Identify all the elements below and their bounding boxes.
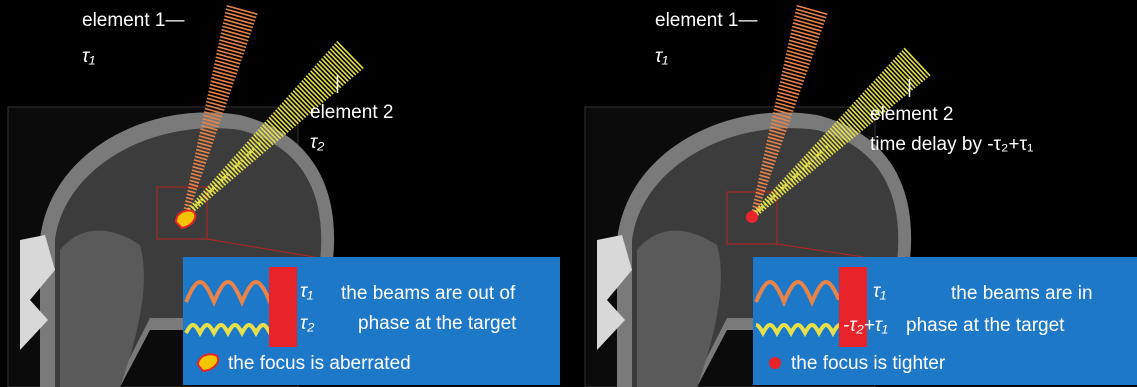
- beam-stripe: [791, 30, 819, 38]
- tight-focus-icon: [769, 357, 781, 369]
- element1-label: element 1—: [82, 10, 184, 32]
- beam-stripe: [222, 30, 250, 38]
- beam-stripe: [217, 50, 242, 57]
- beam-stripe: [223, 23, 252, 31]
- beam-stripe: [785, 58, 810, 65]
- legend-focus-text: the focus is tighter: [791, 353, 945, 375]
- beam-stripe: [306, 76, 328, 99]
- beam-stripe: [219, 43, 245, 50]
- beam-stripe: [782, 71, 805, 77]
- beam-stripe: [214, 67, 237, 73]
- legend-tau2: τ₂: [300, 313, 314, 335]
- right-panel: element 1— τ₁ | element 2 time delay by …: [577, 0, 1137, 387]
- beam-stripe: [788, 47, 814, 54]
- tau1-label: τ₁: [82, 46, 95, 68]
- element2-label: element 2: [310, 102, 393, 124]
- legend-text-line1: the beams are out of: [341, 283, 515, 305]
- beam-stripe: [219, 40, 246, 47]
- element2-label: element 2: [870, 104, 953, 126]
- beam-stripe: [214, 64, 238, 71]
- legend-tau1: τ₁: [873, 281, 886, 303]
- element1-label: element 1—: [655, 10, 757, 32]
- delay-label: time delay by -τ₂+τ₁: [870, 134, 1033, 156]
- beam-stripe: [218, 47, 244, 54]
- beam-stripe: [302, 81, 323, 103]
- aberrated-focus-icon: [198, 354, 218, 371]
- beam-stripe: [792, 26, 820, 34]
- beam-stripe: [874, 81, 896, 104]
- element2-tick: |: [907, 77, 912, 99]
- legend-text-line2: phase at the target: [358, 313, 516, 335]
- beam-stripe: [783, 68, 806, 75]
- beam-stripe: [216, 54, 241, 61]
- tight-focus-marker: [746, 211, 758, 223]
- beam-stripe: [215, 61, 239, 68]
- beam-stripe: [787, 51, 812, 58]
- legend-text-line1: the beams are in: [951, 283, 1093, 305]
- beam1-wave: [756, 282, 839, 302]
- beam-stripe: [784, 64, 808, 71]
- beam-stripe: [784, 61, 808, 68]
- tau2-label: τ₂: [310, 132, 324, 154]
- phase-block: [269, 267, 297, 347]
- element2-tick: |: [335, 73, 340, 95]
- legend-tau2: -τ₂+τ₁: [843, 315, 888, 337]
- legend-box: τ₁ τ₂ the beams are out of phase at the …: [183, 257, 560, 385]
- tau1-label: τ₁: [655, 46, 668, 68]
- legend-text-line2: phase at the target: [906, 315, 1064, 337]
- beam-stripe: [788, 44, 814, 51]
- legend-box: τ₁ -τ₂+τ₁ the beams are in phase at the …: [753, 257, 1137, 385]
- legend-focus-text: the focus is aberrated: [228, 353, 411, 375]
- left-panel: element 1— τ₁ | element 2 τ₂ τ₁ τ₂ the b…: [0, 0, 560, 387]
- beam-stripe: [790, 37, 817, 45]
- beam-stripe: [308, 73, 330, 96]
- legend-tau1: τ₁: [300, 281, 313, 303]
- beam-stripe: [789, 40, 816, 48]
- beam-stripe: [304, 78, 326, 100]
- beam-stripe: [222, 26, 250, 34]
- beam-stripe: [786, 54, 811, 61]
- beam-stripe: [220, 37, 247, 45]
- beam-stripe: [871, 83, 892, 106]
- beam-stripe: [311, 71, 334, 94]
- beam-stripe: [216, 57, 241, 64]
- beam-stripe: [221, 33, 248, 41]
- beam-stripe: [791, 33, 818, 41]
